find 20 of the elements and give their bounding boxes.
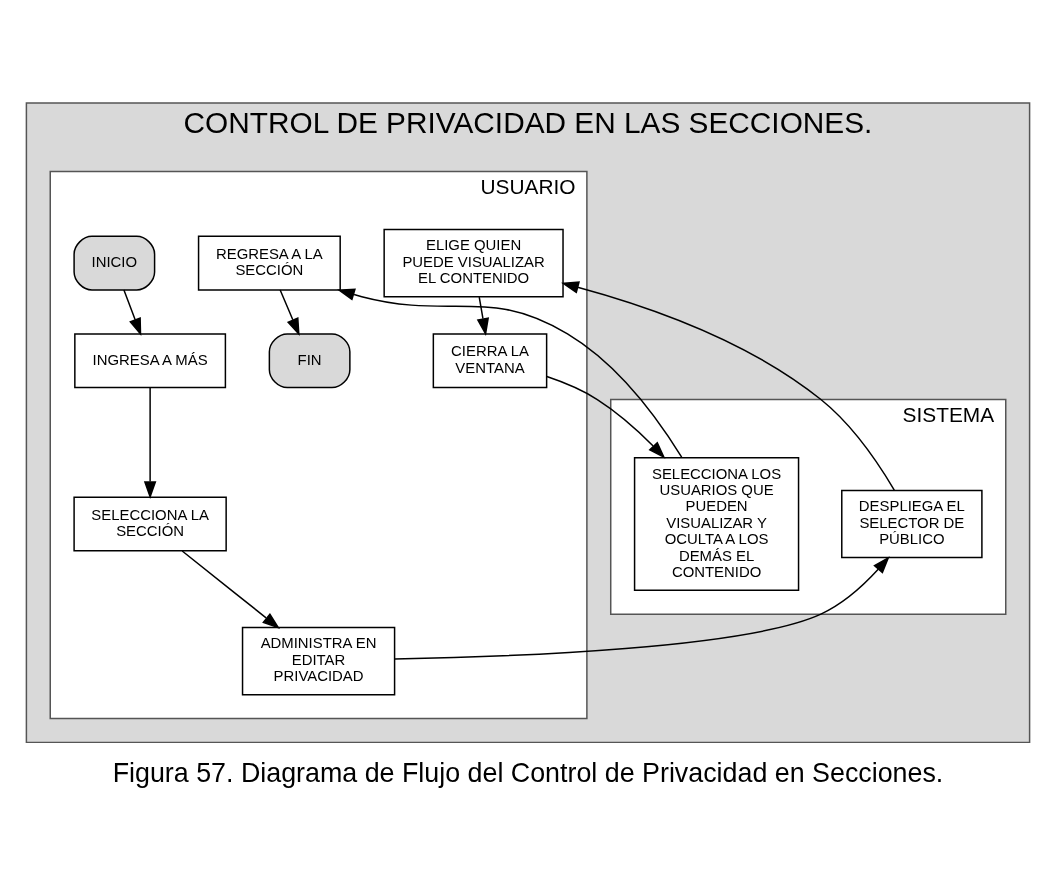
arrow bbox=[143, 386, 157, 499]
node-box: INICIO bbox=[73, 235, 156, 291]
node-box: DESPLIEGA EL SELECTOR DE PÚBLICO bbox=[841, 489, 983, 558]
node-box: INGRESA A MÁS bbox=[74, 332, 227, 388]
arrow bbox=[337, 288, 683, 458]
node-box: SELECCIONA LA SECCIÓN bbox=[73, 495, 227, 552]
arrow bbox=[561, 280, 896, 491]
arrow bbox=[476, 295, 490, 336]
node-box: SELECCIONA LOS USUARIOS QUE PUEDEN VISUALIZAR Y OCULTA A LOS DEMÁS EL CONTENIDO bbox=[633, 456, 800, 591]
arrow bbox=[546, 375, 666, 459]
node-box: FIN bbox=[268, 332, 351, 388]
caption: Figura 57. Diagrama de Flujo del Control de Privacidad en Secciones. bbox=[112, 757, 944, 788]
node-box: ELIGE QUIEN PUEDE VISUALIZAR EL CONTENIDO bbox=[383, 228, 564, 297]
arrow bbox=[393, 555, 890, 660]
arrow bbox=[123, 288, 142, 336]
arrow bbox=[279, 288, 300, 336]
node-box: CIERRA LA VENTANA bbox=[432, 332, 548, 388]
node-box: REGRESA A LA SECCIÓN bbox=[197, 235, 341, 291]
node-box: ADMINISTRA EN EDITAR PRIVACIDAD bbox=[241, 626, 396, 695]
arrow bbox=[181, 549, 281, 629]
